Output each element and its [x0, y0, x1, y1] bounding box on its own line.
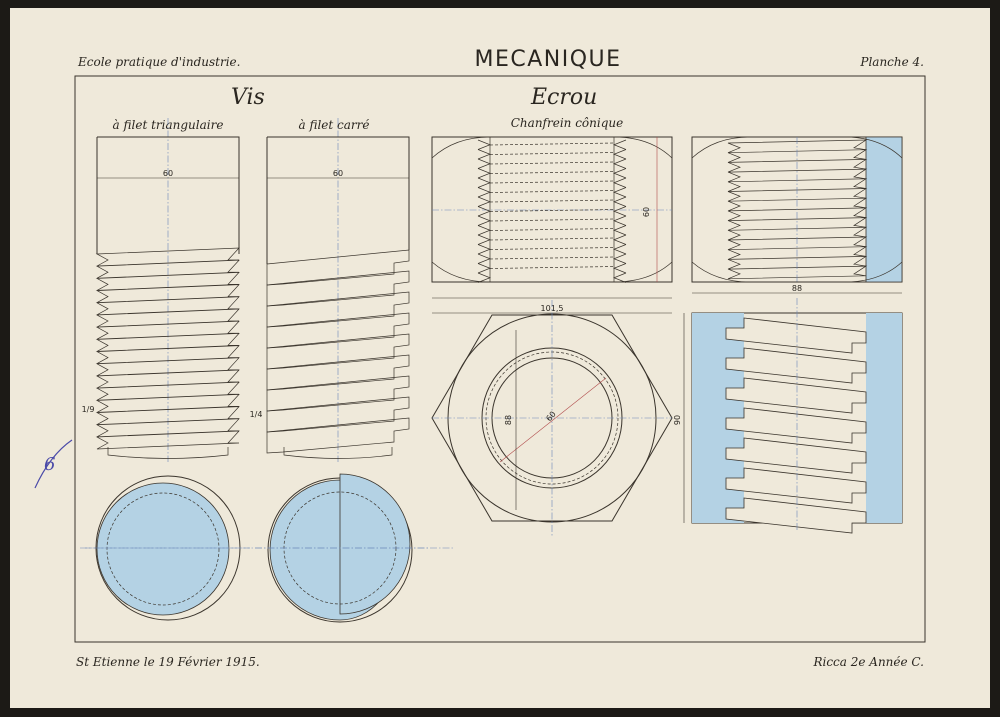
thread-profile [95, 247, 240, 450]
dimension-height: 60 [642, 207, 651, 217]
margin-number: 6 [44, 454, 55, 475]
screw-shank [266, 136, 410, 264]
screw-shank [96, 136, 240, 254]
thread-triangular [95, 247, 240, 450]
thread-tooth [725, 377, 867, 414]
chamfer-arcs [691, 136, 903, 283]
dimension-section-height: 90 [673, 415, 682, 425]
wall-right [866, 313, 902, 523]
margin-mark: 6 [34, 439, 73, 489]
thread-tooth [725, 467, 867, 504]
drawing-frame [74, 75, 926, 643]
thread-step [266, 417, 410, 454]
chamfer-arcs [431, 136, 673, 283]
author-signature: Ricca 2e Année C. [812, 655, 924, 669]
hidden-thread-lines [489, 142, 615, 269]
pencil-stroke [34, 439, 73, 489]
thread-teeth [725, 317, 867, 534]
plate-number: Planche 4. [859, 55, 924, 69]
nut-outline [431, 136, 673, 283]
vis-filet-triangulaire: 60 1/9 [82, 118, 240, 462]
section-wash [865, 136, 903, 283]
dimension-diameter: 60 [333, 169, 343, 178]
sheet-title: MECANIQUE [474, 47, 621, 72]
ecrou-front-view: 60 [431, 136, 673, 283]
thread-profile [727, 139, 868, 280]
filet-carre-label: à filet carré [299, 118, 370, 132]
vis-triangulaire-end-view [85, 475, 250, 621]
dimension-across-flats: 88 [504, 415, 513, 425]
screw-end [283, 447, 393, 459]
thread-tooth [725, 437, 867, 474]
shaded-section-right [339, 473, 411, 615]
chanfrein-label: Chanfrein cônique [511, 116, 623, 130]
dimension-diameter: 60 [163, 169, 173, 178]
dimension-pitch: 1/9 [82, 405, 95, 414]
ecrou-section-view: 90 [673, 298, 903, 534]
dimension-width: 88 [792, 284, 802, 293]
thread-tooth [725, 497, 867, 534]
ecrou-side-view: 88 [691, 136, 903, 294]
thread-tooth [725, 407, 867, 444]
school-label: Ecole pratique d'industrie. [77, 55, 240, 69]
vis-carre-end-view [255, 473, 430, 623]
root-circle [106, 492, 220, 606]
ecrou-title: Ecrou [530, 85, 597, 110]
bore-dimension-line [499, 377, 607, 463]
thread-square [266, 249, 410, 454]
place-date: St Etienne le 19 Février 1915. [76, 655, 260, 669]
vis-filet-carre: 60 1/4 [250, 118, 410, 462]
thread-hidden-lines [477, 139, 627, 283]
ecrou-top-view: 101,5 60 88 [431, 297, 673, 536]
vis-title: Vis [231, 85, 265, 110]
thread-tooth [725, 317, 867, 354]
shaded-core [96, 482, 230, 616]
thread-teeth-outline [477, 139, 627, 283]
dimension-across-corners: 101,5 [541, 304, 564, 313]
dimension-pitch: 1/4 [250, 410, 263, 419]
thread-section [727, 137, 868, 282]
thread-tooth [725, 347, 867, 384]
screw-end [107, 447, 229, 459]
face-edges [489, 137, 615, 282]
